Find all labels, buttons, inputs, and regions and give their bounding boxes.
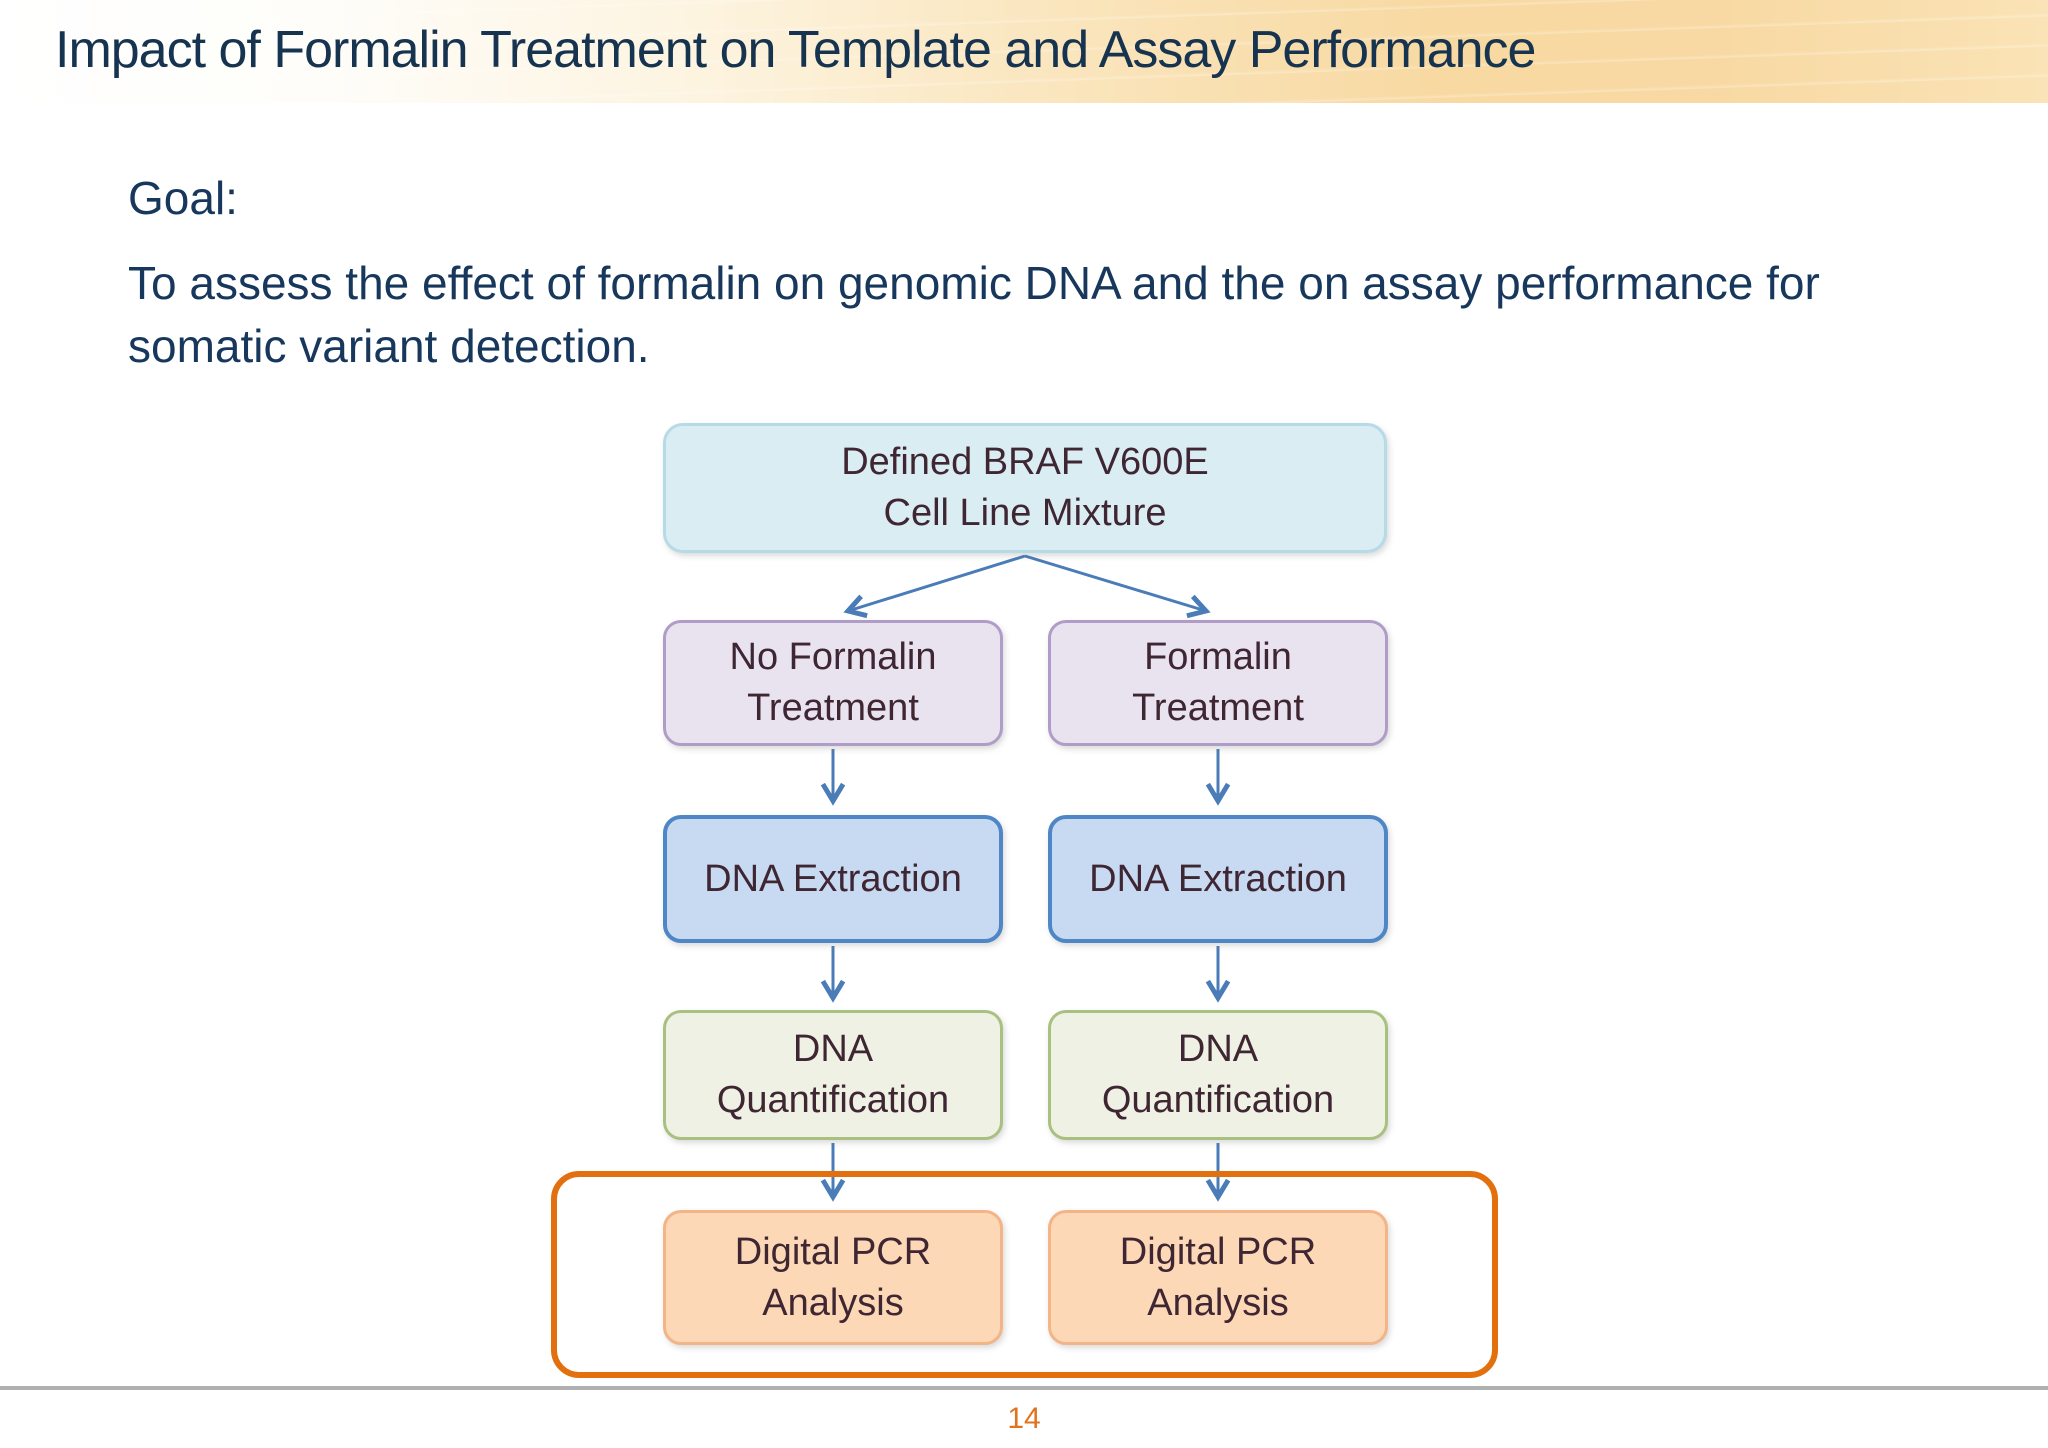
- formalin-treatment-box: Formalin Treatment: [1048, 620, 1388, 746]
- slide-title: Impact of Formalin Treatment on Template…: [55, 21, 1536, 79]
- header-band: Impact of Formalin Treatment on Template…: [0, 0, 2048, 103]
- dna-extraction-right-box: DNA Extraction: [1048, 815, 1388, 943]
- dna-quantification-left-box: DNA Quantification: [663, 1010, 1003, 1140]
- goal-label: Goal:: [128, 172, 238, 224]
- digital-pcr-highlight-outline: [551, 1171, 1498, 1378]
- cell-line-mixture-label: Defined BRAF V600E Cell Line Mixture: [841, 441, 1209, 534]
- dna-quantification-left-label: DNA Quantification: [716, 1028, 950, 1121]
- digital-pcr-analysis-right-label: Digital PCR Analysis: [1119, 1230, 1317, 1324]
- dna-extraction-left-label: DNA Extraction: [704, 857, 962, 900]
- no-formalin-treatment-label: No Formalin Treatment: [729, 636, 937, 729]
- formalin-treatment-label: Formalin Treatment: [1132, 636, 1304, 729]
- footer-divider: [0, 1386, 2048, 1390]
- arrow-root-to-no-formalin: [843, 554, 1026, 619]
- dna-quantification-right-box: DNA Quantification: [1048, 1010, 1388, 1140]
- dna-quantification-right-label: DNA Quantification: [1101, 1028, 1335, 1121]
- arrow-root-to-formalin: [1024, 554, 1211, 619]
- cell-line-mixture-box: Defined BRAF V600E Cell Line Mixture: [663, 423, 1387, 553]
- goal-text: To assess the effect of formalin on geno…: [128, 257, 1820, 372]
- no-formalin-treatment-box: No Formalin Treatment: [663, 620, 1003, 746]
- digital-pcr-analysis-left-box: Digital PCR Analysis: [663, 1210, 1003, 1345]
- digital-pcr-analysis-left-label: Digital PCR Analysis: [734, 1230, 932, 1324]
- page-number: 14: [1007, 1402, 1041, 1435]
- dna-extraction-right-label: DNA Extraction: [1089, 857, 1347, 900]
- digital-pcr-analysis-right-box: Digital PCR Analysis: [1048, 1210, 1388, 1345]
- dna-extraction-left-box: DNA Extraction: [663, 815, 1003, 943]
